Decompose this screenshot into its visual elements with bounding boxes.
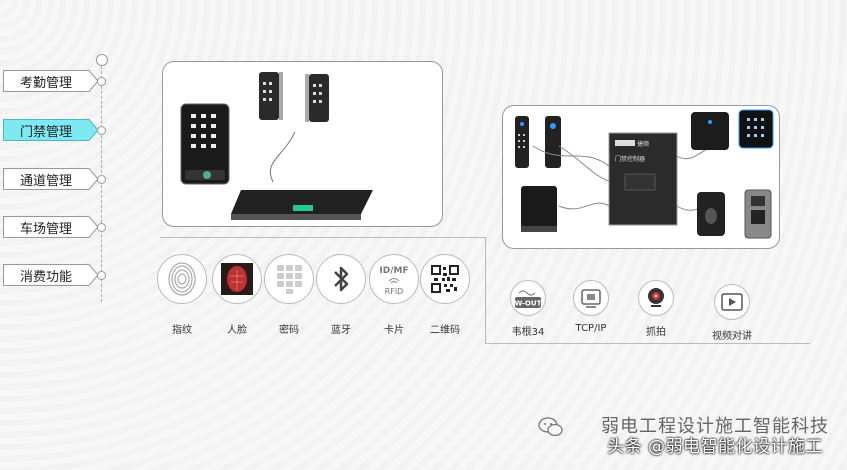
- divider-line: [485, 237, 486, 343]
- watermark-text: 弱电工程设计施工智能科技: [601, 416, 829, 437]
- feature-fingerprint: 指纹: [157, 254, 207, 336]
- interface-icon-circle: W-OUT: [510, 280, 546, 316]
- interface-label: TCP/IP: [575, 323, 607, 334]
- feature-label: 二维码: [430, 325, 460, 336]
- fingerprint-reader-image: [697, 192, 725, 236]
- face-icon: [221, 263, 253, 295]
- interface-video-intercom: 视频对讲: [704, 284, 760, 342]
- nav-item-label: 车场管理: [20, 221, 73, 237]
- interface-tcpip: TCP/IP: [566, 280, 616, 334]
- touch-keypad-image: [738, 109, 774, 149]
- feature-label: 密码: [279, 325, 299, 336]
- nav-item-access-control[interactable]: 门禁管理: [3, 119, 99, 141]
- feature-face: 人脸: [212, 254, 262, 336]
- feature-label: 卡片: [384, 325, 404, 336]
- timeline-start-dot: [96, 54, 108, 66]
- face-reader-image: [691, 112, 729, 150]
- controller-box-image: [231, 190, 373, 220]
- qrcode-icon: [431, 265, 459, 293]
- feature-icon-circle: [264, 254, 314, 304]
- timeline-dot: [97, 223, 106, 232]
- nav-item-parking[interactable]: 车场管理: [3, 216, 99, 238]
- nav-tab-shape: [3, 264, 99, 286]
- controller-brand: 捷顺: [637, 140, 649, 148]
- nav-tab-shape-active: [3, 119, 99, 141]
- fingerprint-icon: [168, 262, 196, 296]
- small-reader-image: [305, 74, 329, 122]
- feature-icon-circle: ID/MF RFID: [369, 254, 419, 304]
- interface-icon-circle: [573, 280, 609, 316]
- card-reader-image: [515, 116, 529, 168]
- access-controller-cabinet-image: 捷顺 门禁控制器: [608, 132, 678, 226]
- feature-password: 密码: [264, 254, 314, 336]
- networked-devices-illustration: 捷顺 门禁控制器: [515, 109, 774, 239]
- wechat-icon: [538, 417, 563, 437]
- standalone-devices-illustration: [180, 72, 373, 220]
- feature-label: 蓝牙: [331, 325, 351, 336]
- feature-label: 指纹: [172, 325, 192, 336]
- interface-label: 抓拍: [646, 327, 666, 338]
- nav-item-consumption[interactable]: 消费功能: [3, 264, 99, 286]
- feature-icon-circle: [420, 254, 470, 304]
- interface-wiegand: W-OUT 韦根34: [503, 280, 553, 338]
- rfid-card-icon: ID/MF RFID: [379, 266, 408, 296]
- keypad-reader-image: [180, 103, 230, 185]
- nav-item-label: 门禁管理: [20, 124, 73, 140]
- interface-label: 韦根34: [511, 327, 545, 338]
- video-intercom-icon: [721, 293, 743, 311]
- watermark-toutiao: 头条 @弱电智能化设计施工: [607, 437, 823, 457]
- feature-icon-circle: [316, 254, 366, 304]
- timeline-dot: [97, 175, 106, 184]
- fingerprint-keypad-image: [744, 189, 772, 239]
- divider-line: [160, 237, 485, 238]
- nav-item-label: 考勤管理: [20, 75, 73, 91]
- timeline-line: [101, 66, 102, 302]
- wiegand-badge: W-OUT: [515, 300, 542, 308]
- nav-tab-shape: [3, 168, 99, 190]
- feature-qrcode: 二维码: [420, 254, 470, 336]
- feature-card: ID/MF RFID 卡片: [369, 254, 419, 336]
- camera-icon: [648, 288, 664, 307]
- product-panel-standalone: [162, 61, 443, 227]
- interface-label: 视频对讲: [712, 331, 752, 342]
- timeline-dot: [97, 271, 106, 280]
- timeline-dot: [97, 77, 106, 86]
- nav-item-label: 消费功能: [20, 269, 73, 285]
- network-icon: [581, 289, 601, 308]
- feature-icon-circle: [212, 254, 262, 304]
- bluetooth-icon: [334, 266, 349, 292]
- wiegand-icon: W-OUT: [515, 290, 542, 308]
- feature-label: 人脸: [227, 325, 247, 336]
- desktop-reader-image: [521, 186, 557, 232]
- interface-snapshot: 抓拍: [631, 280, 681, 338]
- feature-icon-circle: [157, 254, 207, 304]
- product-panel-networked: 捷顺 门禁控制器: [502, 105, 780, 249]
- interface-icon-circle: [714, 284, 750, 320]
- timeline-dot: [97, 126, 106, 135]
- controller-title: 门禁控制器: [615, 155, 645, 163]
- card-badge-top: ID/MF: [379, 266, 408, 276]
- keypad-icon: [277, 265, 302, 294]
- small-reader-image: [259, 72, 283, 120]
- divider-line: [485, 343, 810, 344]
- feature-bluetooth: 蓝牙: [316, 254, 366, 336]
- interface-icon-circle: [638, 280, 674, 316]
- card-reader-image: [545, 116, 561, 168]
- nav-item-passage[interactable]: 通道管理: [3, 168, 99, 190]
- nav-item-attendance[interactable]: 考勤管理: [3, 70, 99, 92]
- nav-tab-shape: [3, 70, 99, 92]
- nav-item-label: 通道管理: [20, 173, 73, 189]
- card-badge-bottom: RFID: [385, 287, 404, 296]
- nav-tab-shape: [3, 216, 99, 238]
